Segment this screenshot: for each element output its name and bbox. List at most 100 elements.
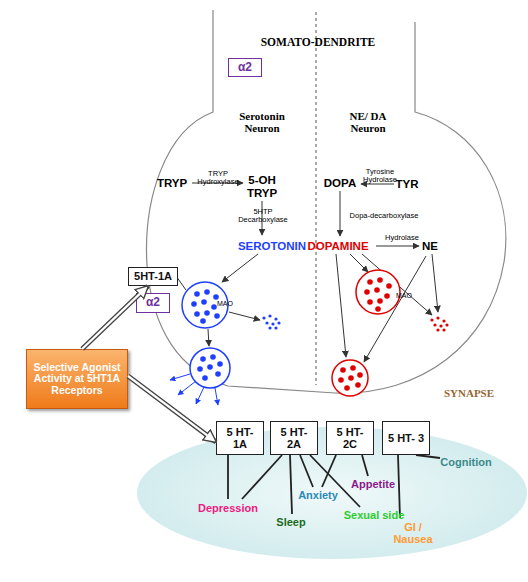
serotonin-release-vesicle	[197, 366, 203, 372]
metabolite-dots	[277, 321, 280, 324]
serotonin-release-vesicle	[170, 374, 190, 380]
metabolite-dots	[268, 314, 271, 317]
effect-leader-line	[362, 455, 368, 476]
serotonin-release-vesicle	[170, 348, 230, 405]
effect-leader-line	[416, 455, 440, 458]
effect-leader-line	[242, 455, 282, 499]
arrow-outline	[128, 376, 216, 442]
metabolite-dots	[442, 328, 445, 331]
molecule-name: 5-OH TRYP	[242, 174, 282, 200]
neuron-outline	[147, 10, 506, 393]
serotonin-vesicle	[191, 301, 197, 307]
enzyme-name: Hydrolase	[385, 234, 419, 242]
enzyme-name: Dopa-decarboxylase	[350, 212, 419, 220]
effect-leader-line	[398, 455, 400, 518]
alpha2-receptor-box: α2	[228, 58, 262, 77]
serotonin-release-vesicle	[207, 364, 213, 370]
enzyme-name: TRYP Hydroxylase	[195, 170, 241, 187]
metabolite-dots	[271, 322, 274, 325]
metabolite-dots	[439, 324, 442, 327]
region-label: SYNAPSE	[444, 387, 494, 399]
dopamine-vesicle	[384, 293, 390, 299]
node-text: 5 HT- 1A	[219, 426, 261, 450]
region-title: SOMATO-DENDRITE	[261, 36, 376, 49]
effect-label: Sexual side	[344, 509, 405, 521]
neuron-outline	[147, 10, 506, 393]
dopamine-release-vesicle	[332, 360, 368, 396]
serotonin-release-vesicle	[215, 371, 221, 377]
neurotransmitter-name: NE	[422, 240, 438, 253]
enzyme-name: MAO	[217, 300, 233, 308]
effect-leader-line	[227, 455, 229, 499]
serotonin-vesicle	[194, 291, 200, 297]
dopamine-release-vesicle	[357, 372, 363, 378]
enzyme-name: MAO	[396, 292, 412, 300]
effect-leader-line	[322, 455, 336, 487]
serotonin-release-vesicle	[190, 348, 230, 388]
dopamine-vesicle	[374, 287, 380, 293]
dopamine-release-vesicle	[338, 365, 363, 391]
dopamine-release-vesicle	[348, 375, 354, 381]
serotonin-release-vesicle	[202, 375, 208, 381]
dopamine-release-vesicle	[340, 367, 346, 373]
dopamine-release-vesicle	[355, 382, 361, 388]
dopamine-vesicle	[367, 299, 373, 305]
metabolite-dots	[430, 316, 448, 331]
enzyme-name: 5HTP Decarboxylase	[235, 208, 291, 225]
arrow-inner	[82, 294, 140, 349]
serotonin-vesicle	[194, 311, 200, 317]
dopamine-vesicle	[356, 270, 400, 314]
dopamine-release-vesicle	[332, 360, 368, 396]
metabolite-dots	[445, 323, 448, 326]
receptor-box: 5 HT- 3	[382, 421, 430, 455]
serotonin-vesicle	[211, 304, 217, 310]
pathway-arrow	[340, 191, 341, 236]
alpha2-receptor-box: α2	[136, 293, 170, 313]
node-text: 5 HT- 2A	[273, 426, 315, 450]
effect-label: Depression	[198, 502, 258, 514]
pathway-arrow	[176, 183, 438, 362]
metabolite-dots	[262, 314, 280, 329]
receptor-box: 5 HT- 2A	[270, 421, 318, 455]
effect-leader-line	[290, 455, 292, 514]
dopamine-release-vesicle	[344, 385, 350, 391]
dopamine-vesicle	[377, 298, 383, 304]
receptor-box: 5 HT- 2C	[326, 421, 374, 455]
node-text: 5 HT- 3	[388, 432, 424, 444]
metabolite-dots	[436, 328, 439, 331]
molecule-name: TYR	[396, 178, 419, 191]
serotonin-release-vesicle	[215, 388, 218, 405]
neurotransmitter-name: DOPAMINE	[307, 240, 368, 253]
effect-leader-line	[228, 455, 440, 518]
pathway-arrow	[376, 246, 419, 247]
drug-action-box: Selective Agonist Activity at 5HT1A Rece…	[26, 349, 128, 409]
serotonin-vesicle	[191, 289, 220, 324]
metabolite-dots	[430, 318, 433, 321]
node-text: 5HT-1A	[134, 270, 172, 282]
arrow-inner	[128, 376, 207, 435]
node-text: α2	[238, 61, 252, 74]
dopamine-vesicle	[386, 283, 392, 289]
metabolite-dots	[268, 326, 271, 329]
neurotransmitter-name: SEROTONIN	[238, 240, 306, 253]
serotonin-release-vesicle	[210, 354, 216, 360]
molecule-name: TRYP	[157, 177, 187, 190]
molecule-name: DOPA	[324, 177, 356, 190]
serotonin-vesicle	[214, 313, 220, 319]
metabolite-dots	[436, 316, 439, 319]
serotonin-release-vesicle	[217, 361, 223, 367]
dopamine-vesicle	[364, 289, 370, 295]
metabolite-dots	[274, 326, 277, 329]
neuron-outline	[316, 12, 317, 385]
metabolite-dots	[262, 316, 265, 319]
autoreceptor-box: 5HT-1A	[128, 267, 178, 286]
dopamine-vesicle	[356, 270, 400, 314]
metabolite-dots	[274, 317, 277, 320]
serotonin-vesicle	[200, 318, 206, 324]
dopamine-vesicle	[375, 306, 381, 312]
pathway-arrow	[208, 329, 209, 346]
serotonin-vesicle	[201, 299, 207, 305]
effect-label: Anxiety	[298, 489, 338, 501]
dopamine-vesicle	[364, 277, 392, 312]
